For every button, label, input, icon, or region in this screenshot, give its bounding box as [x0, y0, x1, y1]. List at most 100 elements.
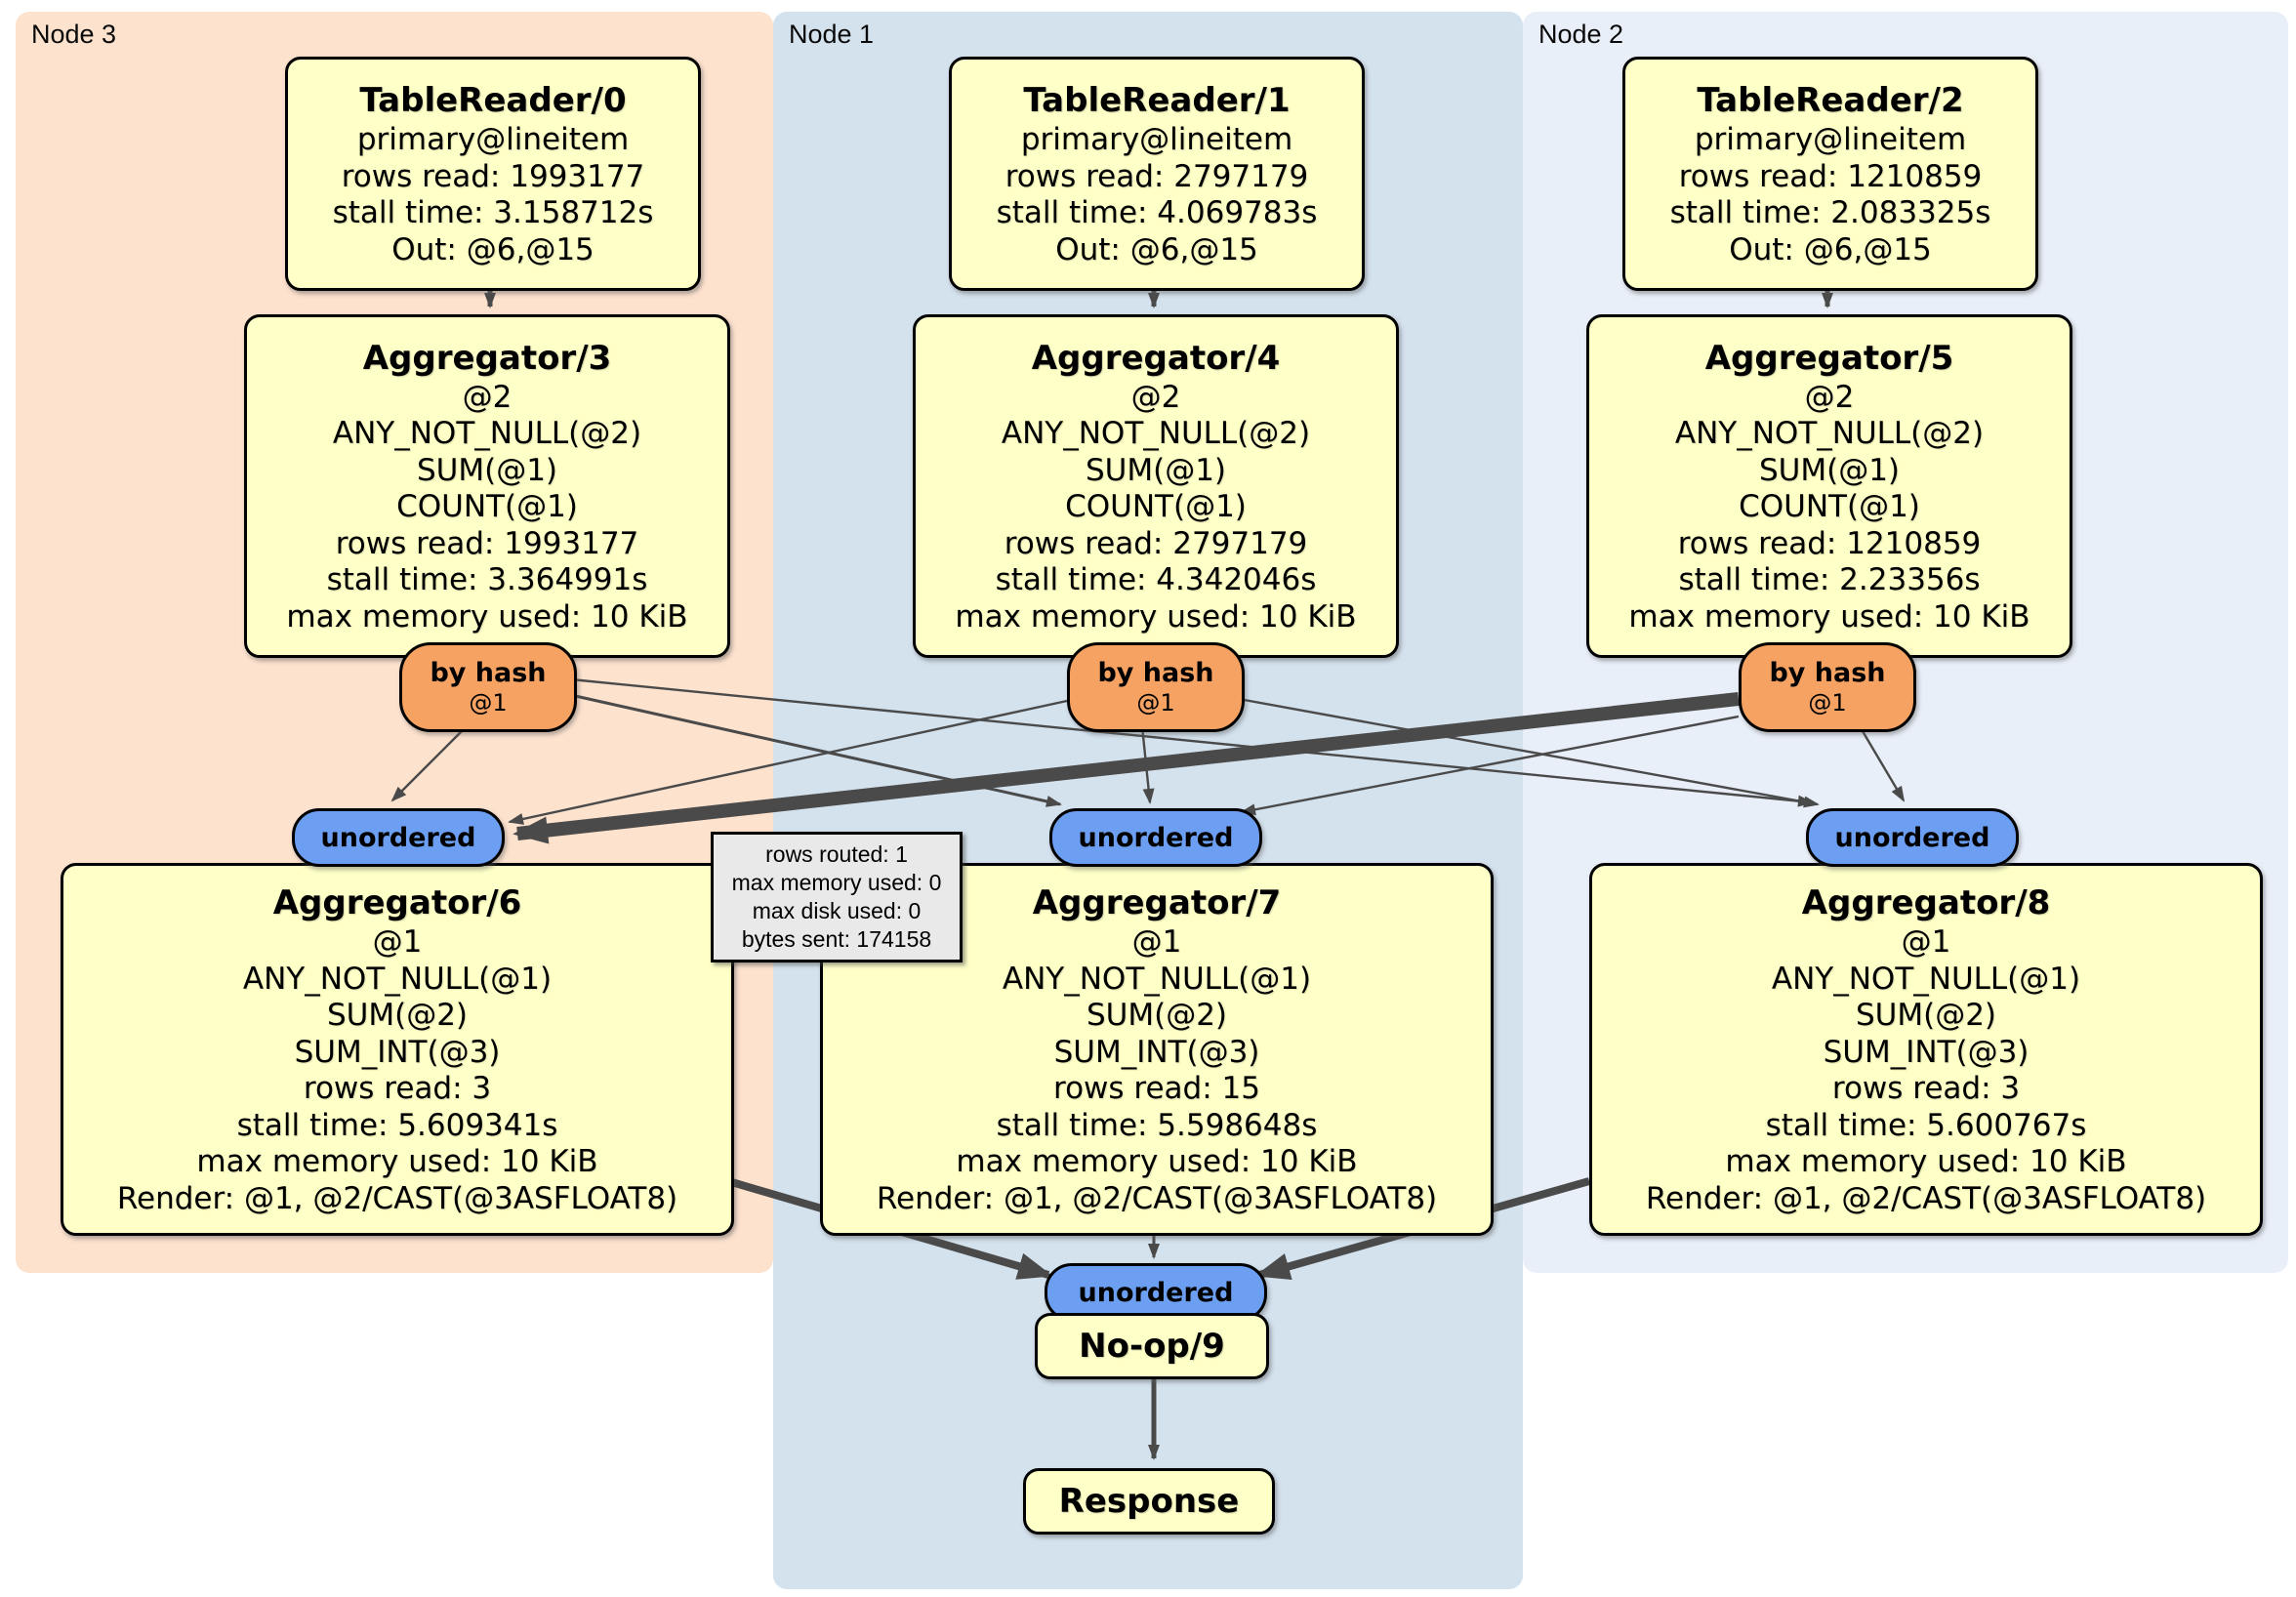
aggregator-4-box[interactable]: Aggregator/4 @2 ANY_NOT_NULL(@2) SUM(@1)… [913, 314, 1399, 658]
proc-line: COUNT(@1) [396, 489, 578, 525]
hash-router-node1[interactable]: by hash @1 [1067, 642, 1245, 732]
proc-line: stall time: 5.609341s [236, 1107, 558, 1143]
proc-title: Response [1058, 1482, 1240, 1521]
proc-line: SUM(@1) [1758, 452, 1901, 488]
tooltip-line: max disk used: 0 [752, 898, 922, 923]
proc-line: Render: @1, @2/CAST(@3ASFLOAT8) [876, 1180, 1438, 1216]
proc-line: max memory used: 10 KiB [286, 598, 688, 635]
response-box[interactable]: Response [1023, 1468, 1275, 1535]
proc-line: stall time: 5.600767s [1765, 1107, 2087, 1143]
router-detail: @1 [1808, 689, 1847, 717]
proc-line: stall time: 5.598648s [996, 1107, 1318, 1143]
proc-line: stall time: 4.069783s [996, 195, 1318, 230]
proc-line: rows read: 1993177 [335, 525, 639, 561]
proc-line: SUM_INT(@3) [294, 1034, 501, 1070]
proc-title: Aggregator/3 [362, 338, 612, 378]
proc-line: rows read: 3 [303, 1071, 492, 1106]
proc-line: SUM(@1) [416, 452, 558, 488]
proc-line: max memory used: 10 KiB [1725, 1144, 2127, 1179]
proc-line: Render: @1, @2/CAST(@3ASFLOAT8) [116, 1180, 678, 1216]
stream-label: unordered [1078, 822, 1234, 853]
proc-line: ANY_NOT_NULL(@2) [1001, 416, 1311, 452]
unordered-stream-node3[interactable]: unordered [292, 808, 505, 867]
proc-line: primary@lineitem [356, 122, 630, 157]
proc-line: SUM(@2) [1855, 998, 1997, 1033]
router-label: by hash [430, 658, 547, 688]
proc-line: ANY_NOT_NULL(@1) [1002, 961, 1312, 997]
router-label: by hash [1097, 658, 1214, 688]
proc-line: @2 [1804, 379, 1855, 415]
node3-label: Node 3 [31, 20, 117, 49]
proc-line: SUM_INT(@3) [1053, 1034, 1260, 1070]
hash-router-node2[interactable]: by hash @1 [1739, 642, 1916, 732]
proc-line: stall time: 2.083325s [1669, 195, 1991, 230]
proc-line: stall time: 2.23356s [1678, 562, 1981, 598]
proc-line: SUM_INT(@3) [1823, 1034, 2030, 1070]
proc-line: ANY_NOT_NULL(@2) [332, 416, 642, 452]
proc-line: @1 [372, 924, 423, 960]
proc-line: ANY_NOT_NULL(@2) [1674, 416, 1985, 452]
aggregator-3-box[interactable]: Aggregator/3 @2 ANY_NOT_NULL(@2) SUM(@1)… [244, 314, 730, 658]
edge-stats-tooltip: rows routed: 1 max memory used: 0 max di… [711, 832, 963, 962]
proc-line: max memory used: 10 KiB [956, 1144, 1358, 1179]
tablereader-2-box[interactable]: TableReader/2 primary@lineitem rows read… [1622, 57, 2038, 291]
hash-router-node3[interactable]: by hash @1 [399, 642, 577, 732]
aggregator-6-box[interactable]: Aggregator/6 @1 ANY_NOT_NULL(@1) SUM(@2)… [61, 863, 734, 1236]
edge-router2-stream1[interactable] [1240, 715, 1740, 816]
proc-line: max memory used: 10 KiB [196, 1144, 598, 1179]
proc-title: TableReader/2 [1697, 81, 1964, 120]
proc-line: rows read: 1210859 [1677, 525, 1982, 561]
edge-router1-stream3[interactable] [508, 699, 1068, 825]
proc-line: ANY_NOT_NULL(@1) [1771, 961, 2081, 997]
router-label: by hash [1769, 658, 1886, 688]
node1-label: Node 1 [789, 20, 875, 49]
proc-line: Out: @6,@15 [391, 231, 594, 267]
proc-line: stall time: 3.364991s [326, 562, 648, 598]
tooltip-line: max memory used: 0 [731, 870, 942, 895]
proc-line: rows read: 2797179 [1004, 158, 1309, 194]
proc-title: Aggregator/7 [1032, 883, 1282, 922]
edge-router1-stream2[interactable] [1238, 697, 1820, 808]
edge-router2-stream2[interactable] [1858, 725, 1906, 802]
proc-line: max memory used: 10 KiB [955, 598, 1357, 635]
proc-line: SUM(@2) [326, 998, 469, 1033]
proc-line: rows read: 15 [1053, 1071, 1260, 1106]
proc-line: max memory used: 10 KiB [1628, 598, 2030, 635]
proc-line: rows read: 1210859 [1678, 158, 1983, 194]
tablereader-0-box[interactable]: TableReader/0 primary@lineitem rows read… [285, 57, 701, 291]
aggregator-8-box[interactable]: Aggregator/8 @1 ANY_NOT_NULL(@1) SUM(@2)… [1589, 863, 2263, 1236]
proc-line: @1 [1131, 924, 1182, 960]
proc-line: primary@lineitem [1020, 122, 1293, 157]
proc-line: SUM(@2) [1086, 998, 1228, 1033]
aggregator-7-box[interactable]: Aggregator/7 @1 ANY_NOT_NULL(@1) SUM(@2)… [820, 863, 1494, 1236]
proc-line: @1 [1901, 924, 1951, 960]
node2-label: Node 2 [1538, 20, 1624, 49]
edge-router3-stream3[interactable] [390, 725, 468, 802]
edge-router2-stream3-highlighted[interactable] [512, 692, 1740, 844]
unordered-stream-node2[interactable]: unordered [1806, 808, 2019, 867]
aggregator-5-box[interactable]: Aggregator/5 @2 ANY_NOT_NULL(@2) SUM(@1)… [1586, 314, 2072, 658]
proc-line: rows read: 2797179 [1004, 525, 1308, 561]
proc-line: rows read: 1993177 [341, 158, 645, 194]
proc-line: SUM(@1) [1085, 452, 1227, 488]
proc-line: COUNT(@1) [1065, 489, 1247, 525]
proc-title: Aggregator/4 [1031, 338, 1281, 378]
unordered-stream-node1[interactable]: unordered [1049, 808, 1262, 867]
proc-title: TableReader/0 [359, 81, 627, 120]
noop-9-box[interactable]: No-op/9 [1035, 1313, 1269, 1379]
tablereader-1-box[interactable]: TableReader/1 primary@lineitem rows read… [949, 57, 1365, 291]
edge-router3-stream2[interactable] [570, 677, 1814, 807]
proc-line: Out: @6,@15 [1729, 231, 1932, 267]
unordered-stream-final[interactable]: unordered [1045, 1263, 1267, 1322]
tooltip-line: rows routed: 1 [765, 841, 908, 867]
proc-title: Aggregator/8 [1801, 883, 2051, 922]
proc-line: stall time: 3.158712s [332, 195, 654, 230]
proc-line: stall time: 4.342046s [995, 562, 1317, 598]
proc-line: Render: @1, @2/CAST(@3ASFLOAT8) [1645, 1180, 2207, 1216]
proc-title: No-op/9 [1079, 1327, 1225, 1366]
proc-line: Out: @6,@15 [1055, 231, 1258, 267]
proc-title: Aggregator/6 [272, 883, 522, 922]
proc-line: ANY_NOT_NULL(@1) [242, 961, 553, 997]
proc-line: primary@lineitem [1694, 122, 1967, 157]
